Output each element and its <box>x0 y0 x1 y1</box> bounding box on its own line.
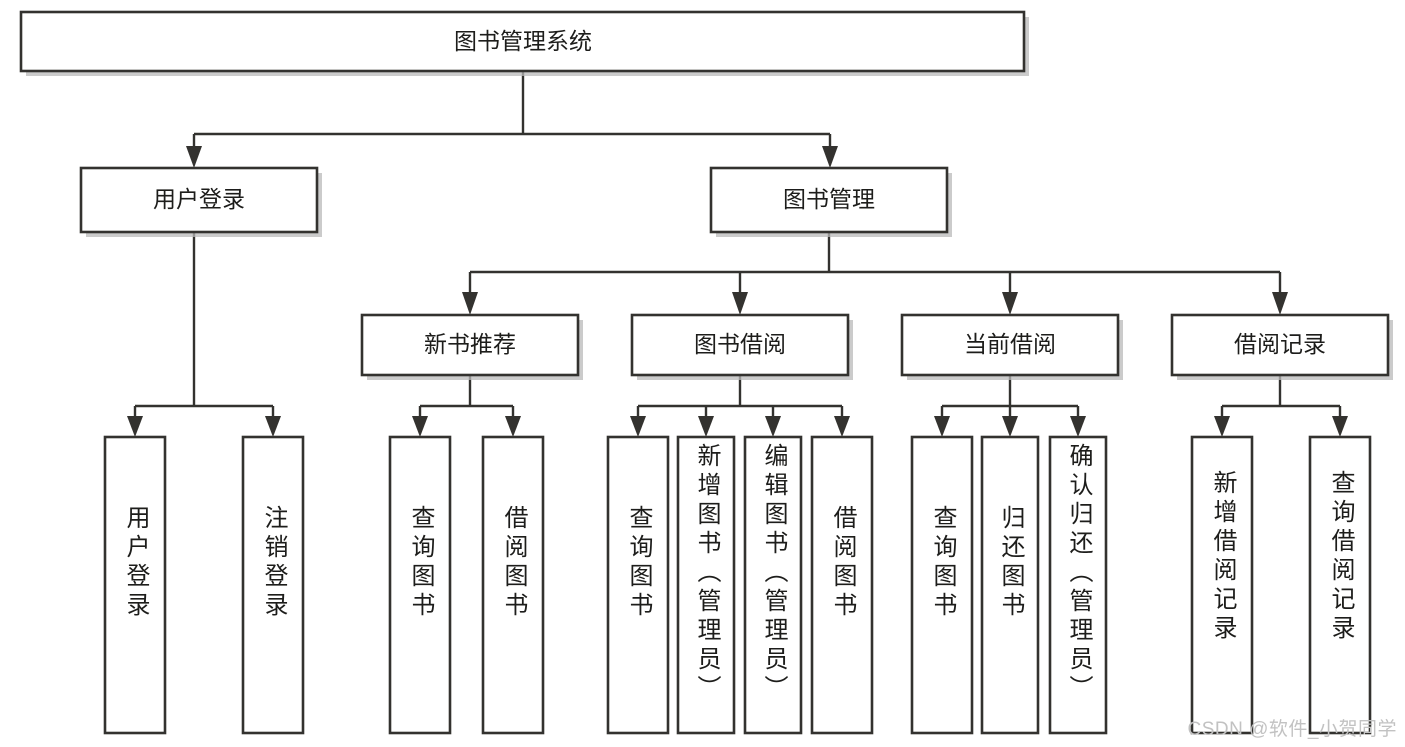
leaf-box-query-book-2[interactable] <box>606 435 670 735</box>
arrow-user-login-leaf-1 <box>127 416 143 437</box>
arrow-bb-leaf-2 <box>698 416 714 437</box>
node-book-borrow-box[interactable] <box>630 313 850 377</box>
leaf-box-return-book[interactable] <box>980 435 1040 735</box>
arrow-br-leaf-2 <box>1332 416 1348 437</box>
leaf-box-borrow-book-1[interactable] <box>481 435 545 735</box>
node-user-login-box[interactable] <box>79 166 319 234</box>
leaf-box-add-record[interactable] <box>1190 435 1254 735</box>
arrow-bb-leaf-1 <box>630 416 646 437</box>
node-borrow-record-box[interactable] <box>1170 313 1390 377</box>
arrow-nb-leaf-1 <box>412 416 428 437</box>
node-book-borrow-label: 图书借阅 <box>694 331 786 357</box>
leaf-box-borrow-book-2[interactable] <box>810 435 874 735</box>
leaf-box-query-record[interactable] <box>1308 435 1372 735</box>
node-layer <box>19 10 1390 735</box>
node-current-borrow-box[interactable] <box>900 313 1120 377</box>
arrow-cb-leaf-1 <box>934 416 950 437</box>
arrow-br-leaf-1 <box>1214 416 1230 437</box>
node-root-label: 图书管理系统 <box>454 28 592 54</box>
leaf-box-confirm-return[interactable] <box>1048 435 1108 735</box>
arrow-root-to-book-manage <box>822 146 838 168</box>
node-user-login-label: 用户登录 <box>153 186 245 212</box>
node-new-book-recommend-box[interactable] <box>360 313 580 377</box>
watermark-text: CSDN @软件_小贺同学 <box>1187 719 1397 740</box>
arrow-bm-to-new-book <box>462 292 478 315</box>
leaf-box-query-book-1[interactable] <box>388 435 452 735</box>
leaf-box-logout-login[interactable] <box>241 435 305 735</box>
arrow-nb-leaf-2 <box>505 416 521 437</box>
node-current-borrow-label: 当前借阅 <box>964 331 1056 357</box>
leaf-box-user-login[interactable] <box>103 435 167 735</box>
node-borrow-record-label: 借阅记录 <box>1234 331 1326 357</box>
node-book-manage-box[interactable] <box>709 166 949 234</box>
connector-layer <box>127 72 1348 437</box>
arrow-cb-leaf-3 <box>1070 416 1086 437</box>
arrow-cb-leaf-2 <box>1002 416 1018 437</box>
leaf-box-add-book[interactable] <box>676 435 736 735</box>
arrow-root-to-user-login <box>186 146 202 168</box>
leaf-box-query-book-3[interactable] <box>910 435 974 735</box>
node-new-book-recommend-label: 新书推荐 <box>424 331 516 357</box>
leaf-box-edit-book[interactable] <box>743 435 803 735</box>
arrow-bb-leaf-4 <box>834 416 850 437</box>
arrow-bm-to-book-borrow <box>732 292 748 315</box>
horizontal-label-layer: 图书管理系统 用户登录 图书管理 新书推荐 图书借阅 当前借阅 借阅记录 <box>153 28 1326 357</box>
arrow-bb-leaf-3 <box>765 416 781 437</box>
node-book-manage-label: 图书管理 <box>783 186 875 212</box>
arrow-bm-to-current-borrow <box>1002 292 1018 315</box>
node-root-box[interactable] <box>19 10 1026 73</box>
arrow-user-login-leaf-2 <box>265 416 281 437</box>
arrow-bm-to-borrow-record <box>1272 292 1288 315</box>
